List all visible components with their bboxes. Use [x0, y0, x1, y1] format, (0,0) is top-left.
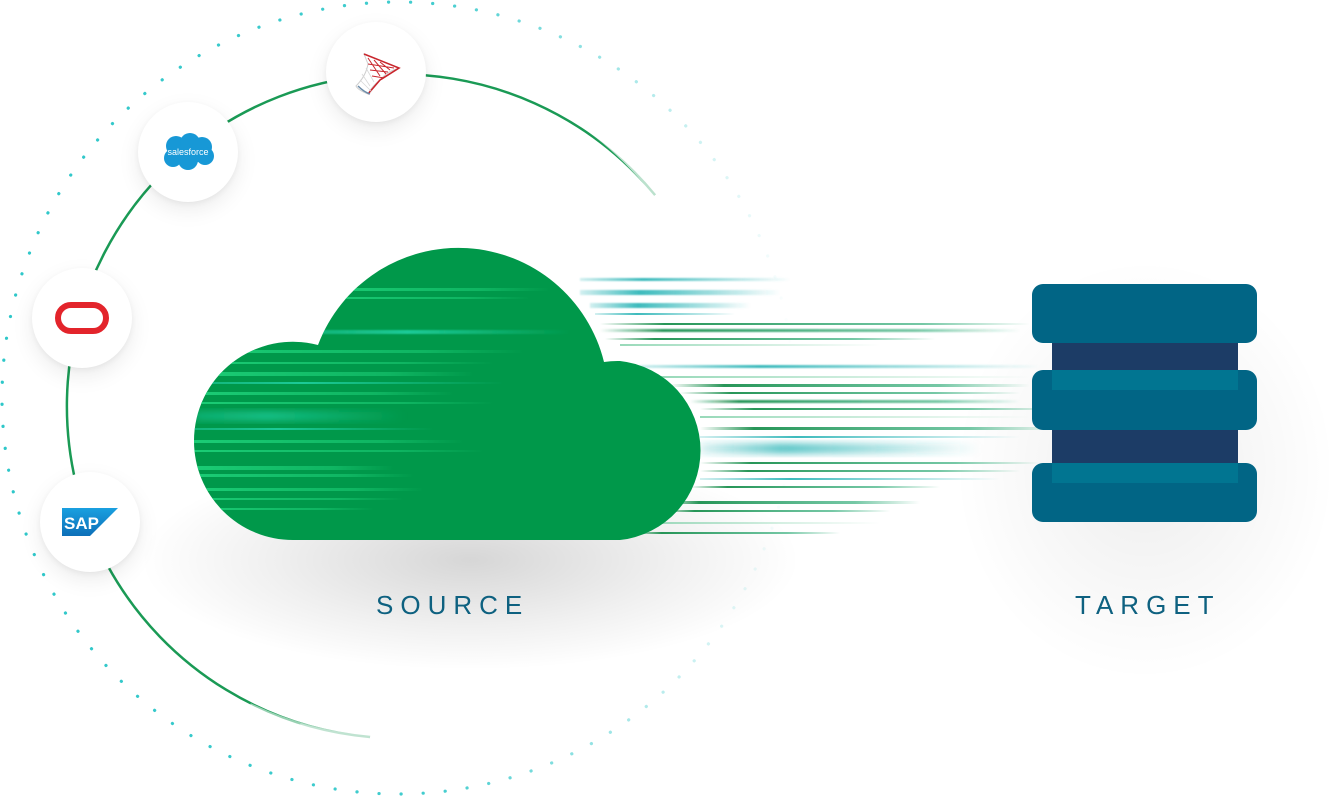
connector-sap[interactable]: SAP	[40, 472, 140, 572]
source-cloud-icon	[193, 247, 701, 540]
salesforce-icon: salesforce	[164, 133, 214, 170]
target-database-icon	[1032, 284, 1257, 522]
connector-oracle[interactable]	[32, 268, 132, 368]
target-label: TARGET	[1075, 590, 1221, 620]
source-label: SOURCE	[376, 590, 530, 620]
sap-icon: SAP	[62, 508, 118, 536]
dotted-orbit-ring	[0, 0, 796, 796]
sap-wordmark: SAP	[64, 514, 99, 533]
connector-salesforce[interactable]: salesforce	[138, 102, 238, 202]
connector-sql-server[interactable]	[326, 22, 426, 122]
data-flow-streaks	[580, 278, 1060, 534]
oracle-icon	[55, 302, 109, 334]
sql-server-icon	[355, 53, 401, 95]
salesforce-wordmark: salesforce	[167, 147, 208, 157]
solid-orbit-arc	[65, 73, 657, 739]
